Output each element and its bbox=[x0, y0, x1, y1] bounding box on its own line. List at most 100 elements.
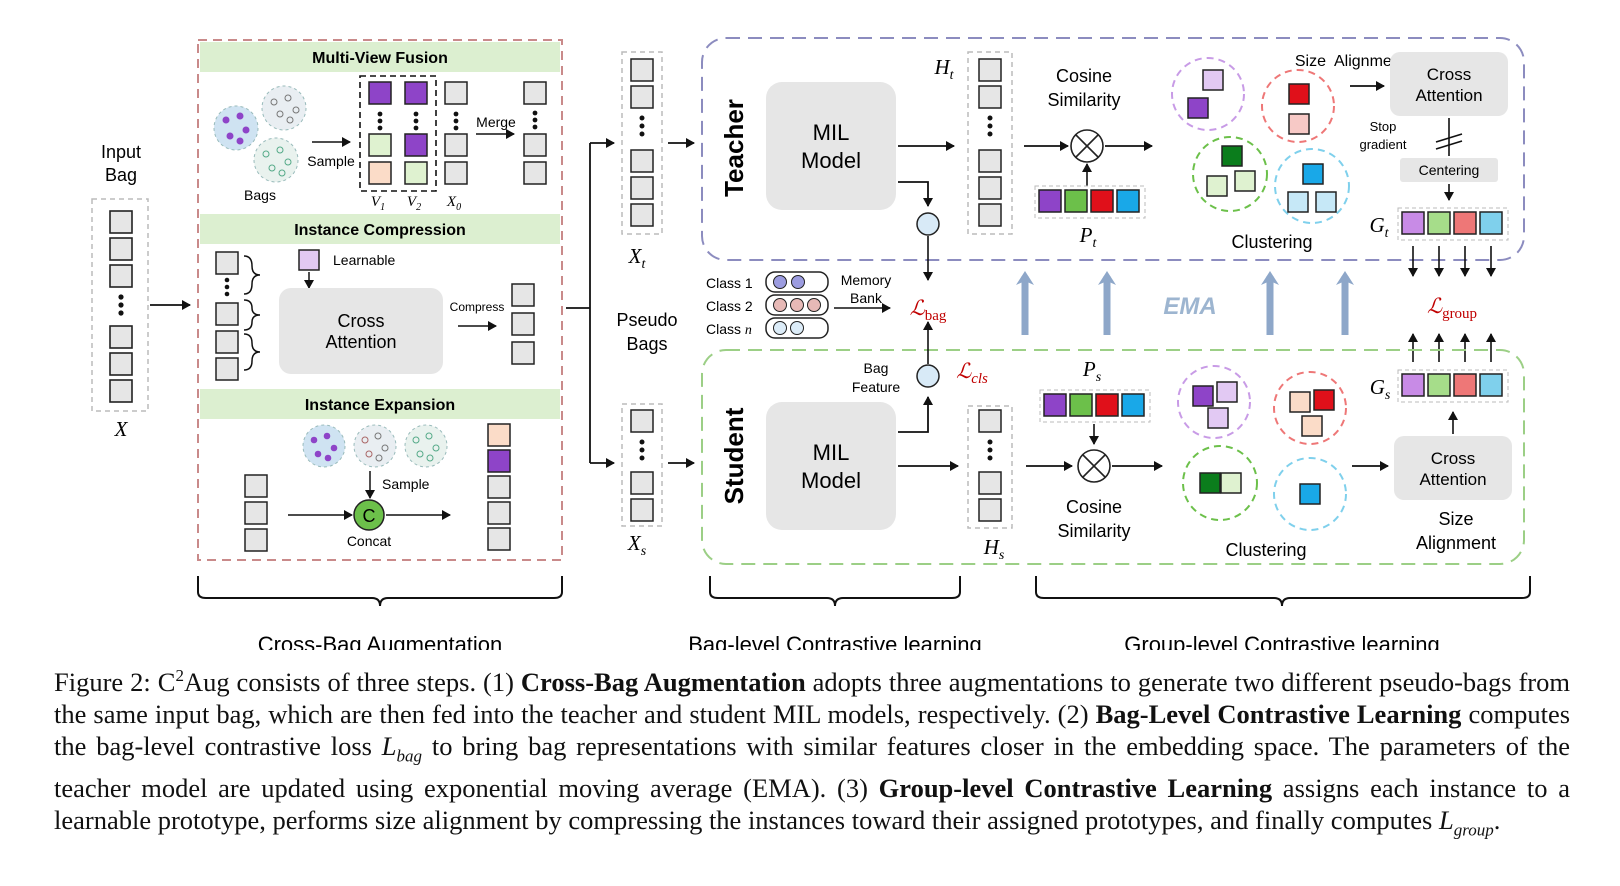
student-cosine-op-icon bbox=[1077, 449, 1111, 483]
v2-box-1 bbox=[404, 81, 428, 105]
ht-label: Ht bbox=[933, 55, 954, 83]
gs-label: Gs bbox=[1370, 375, 1391, 403]
instance-box bbox=[109, 352, 133, 376]
v2-box-3 bbox=[404, 161, 428, 185]
class-1-label: Class 1 bbox=[706, 275, 753, 291]
instance-box bbox=[109, 210, 133, 234]
xt-label: Xt bbox=[628, 244, 647, 272]
teacher-ca-label-2: Attention bbox=[1415, 86, 1482, 105]
caption-bold: Cross-Bag Augmentation bbox=[520, 666, 806, 697]
caption-text: to bring bag representations with simila… bbox=[54, 730, 1570, 804]
gt-group-green bbox=[1427, 211, 1451, 235]
loss-bag-label: ℒbag bbox=[910, 296, 947, 324]
teacher-mil-label-2: Model bbox=[801, 148, 861, 173]
student-ca-label-2: Attention bbox=[1419, 470, 1486, 489]
x0-label: X0 bbox=[446, 194, 461, 213]
ht-box bbox=[978, 85, 1002, 109]
memory-bank-label-1: Memory bbox=[841, 272, 892, 288]
stop-gradient-label-2: gradient bbox=[1360, 137, 1407, 152]
expanded-box bbox=[487, 449, 511, 473]
ie-box bbox=[244, 528, 268, 552]
student-cos-label-2: Similarity bbox=[1057, 521, 1130, 541]
hs-box bbox=[978, 471, 1002, 495]
ic-box bbox=[215, 330, 239, 354]
student-clusters bbox=[1177, 365, 1347, 531]
ie-box bbox=[244, 501, 268, 525]
pt-label: Pt bbox=[1079, 223, 1098, 251]
teacher-size-alignment-label: Size Alignment bbox=[1295, 53, 1406, 70]
xt-box bbox=[630, 85, 654, 109]
label-cross-bag-augmentation: Cross-Bag Augmentation bbox=[258, 632, 503, 650]
teacher-cosine-op-icon bbox=[1070, 129, 1104, 163]
class-n-label: Class n bbox=[706, 321, 752, 338]
input-bag-title-1: Input bbox=[101, 142, 141, 162]
expanded-box bbox=[487, 423, 511, 447]
pt-proto-blue bbox=[1116, 189, 1140, 213]
teacher-label: Teacher bbox=[719, 99, 749, 197]
compressed-box bbox=[511, 341, 535, 365]
student-mil-label-1: MIL bbox=[813, 440, 850, 465]
caption-text: Figure 2: C bbox=[54, 666, 176, 697]
gt-label: Gt bbox=[1369, 213, 1389, 241]
gs-group-blue bbox=[1479, 373, 1503, 397]
instance-box bbox=[109, 379, 133, 403]
label-group-level-contrastive: Group-level Contrastive learning bbox=[1124, 632, 1440, 650]
figure-caption: Figure 2: C2Aug consists of three steps.… bbox=[54, 660, 1570, 846]
student-clustering-label: Clustering bbox=[1225, 540, 1306, 560]
v1-label: V1 bbox=[371, 194, 385, 213]
student-size-label-2: Alignment bbox=[1416, 533, 1496, 553]
mvf-title: Multi-View Fusion bbox=[312, 50, 448, 67]
caption-text: Aug consists of three steps. (1) bbox=[183, 666, 521, 697]
gt-group-red bbox=[1453, 211, 1477, 235]
merged-box-1 bbox=[523, 81, 547, 105]
pseudo-bags-label-1: Pseudo bbox=[616, 310, 677, 330]
teacher-ca-label-1: Cross bbox=[1427, 65, 1471, 84]
xt-box bbox=[630, 176, 654, 200]
cross-bag-augmentation-panel: Multi-View Fusion Bags Sample V1 V2 X0 bbox=[197, 39, 563, 561]
ic-ca-label-2: Attention bbox=[325, 332, 396, 352]
ic-title: Instance Compression bbox=[294, 222, 466, 239]
ps-label: Ps bbox=[1082, 357, 1102, 385]
learnable-token bbox=[298, 249, 320, 271]
ie-title-bar bbox=[200, 389, 560, 419]
hs-label: Hs bbox=[983, 535, 1005, 563]
ic-cross-attention bbox=[279, 288, 443, 374]
ic-box bbox=[215, 357, 239, 381]
student-mil-model bbox=[766, 402, 896, 530]
compress-label: Compress bbox=[450, 300, 505, 314]
xt-box bbox=[630, 149, 654, 173]
v2-box-2 bbox=[404, 133, 428, 157]
x0-box-1 bbox=[444, 81, 468, 105]
teacher-bag-feature-node bbox=[916, 212, 940, 236]
teacher-cos-label-1: Cosine bbox=[1056, 66, 1112, 86]
ic-box bbox=[215, 302, 239, 326]
gt-group-blue bbox=[1479, 211, 1503, 235]
concat-label: Concat bbox=[347, 533, 391, 549]
student-cos-label-1: Cosine bbox=[1066, 497, 1122, 517]
xs-box bbox=[630, 471, 654, 495]
xs-label: Xs bbox=[627, 531, 647, 559]
student-bag-feature-node bbox=[916, 364, 940, 388]
learnable-label: Learnable bbox=[333, 252, 395, 268]
caption-math-sub: group bbox=[1453, 820, 1494, 840]
caption-bold: Group-level Contrastive Learning bbox=[878, 773, 1273, 804]
expanded-box bbox=[487, 527, 511, 551]
teacher-clustering-label: Clustering bbox=[1231, 232, 1312, 252]
input-bag-var: X bbox=[114, 417, 129, 441]
merge-label: Merge bbox=[476, 114, 516, 130]
loss-group-label: ℒgroup bbox=[1427, 294, 1477, 322]
xs-box bbox=[630, 498, 654, 522]
merged-box-3 bbox=[523, 161, 547, 185]
ps-proto-blue bbox=[1121, 393, 1145, 417]
ic-box bbox=[215, 251, 239, 275]
instance-box bbox=[109, 237, 133, 261]
compressed-box bbox=[511, 312, 535, 336]
instance-box bbox=[109, 264, 133, 288]
student-ca-label-1: Cross bbox=[1431, 449, 1475, 468]
caption-math-sub: bag bbox=[396, 746, 423, 766]
merged-box-2 bbox=[523, 133, 547, 157]
caption-bold: Bag-Level Contrastive Learning bbox=[1095, 698, 1462, 729]
pseudo-bags-label-2: Bags bbox=[626, 334, 667, 354]
caption-text: computes the bag-level contrastive loss bbox=[54, 698, 1571, 761]
v1-box-1 bbox=[368, 81, 392, 105]
